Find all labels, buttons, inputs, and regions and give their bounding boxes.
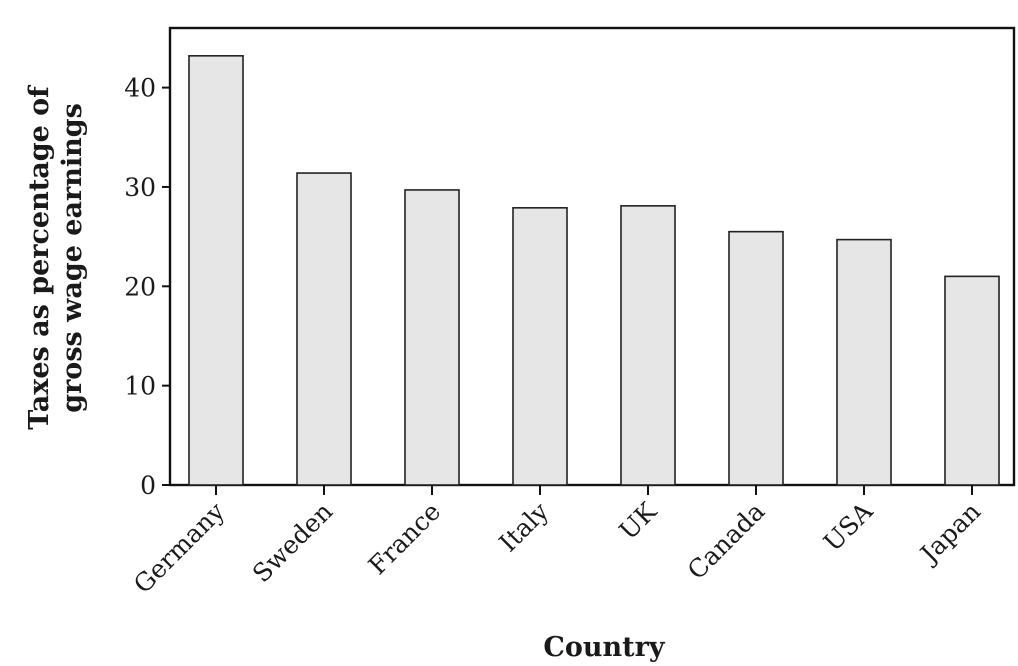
bar-canada: [728, 230, 784, 486]
y-axis-title-line-2: gross wage earnings: [57, 103, 88, 413]
x-tick-label-canada: Canada: [682, 497, 770, 585]
x-tick-label-sweden: Sweden: [247, 497, 338, 588]
y-tick-label-30: 30: [124, 173, 156, 202]
x-tick-label-italy: Italy: [493, 496, 554, 557]
y-axis-title-line-1: Taxes as percentage of: [24, 84, 55, 430]
bar-uk: [620, 205, 676, 486]
y-tick-label-40: 40: [124, 74, 156, 103]
x-tick-label-usa: USA: [818, 496, 879, 557]
y-tick-label-0: 0: [140, 471, 156, 500]
bar-usa: [836, 238, 892, 486]
bar-italy: [512, 207, 568, 486]
bar-sweden: [296, 172, 352, 486]
bar-france: [404, 189, 460, 486]
y-axis: 0 10 20 30 40: [124, 74, 170, 500]
bar-japan: [944, 275, 1000, 486]
x-tick-label-germany: Germany: [128, 496, 231, 599]
x-axis-title: Country: [543, 632, 665, 663]
y-tick-label-20: 20: [124, 272, 156, 301]
bars: [188, 55, 1000, 486]
x-tick-label-uk: UK: [614, 496, 664, 546]
x-tick-label-japan: Japan: [913, 497, 986, 570]
y-tick-label-10: 10: [124, 372, 156, 401]
bar-germany: [188, 55, 244, 486]
plot-frame: [168, 26, 1016, 487]
x-tick-label-france: France: [363, 497, 447, 581]
plot-area-border: [168, 26, 1016, 487]
